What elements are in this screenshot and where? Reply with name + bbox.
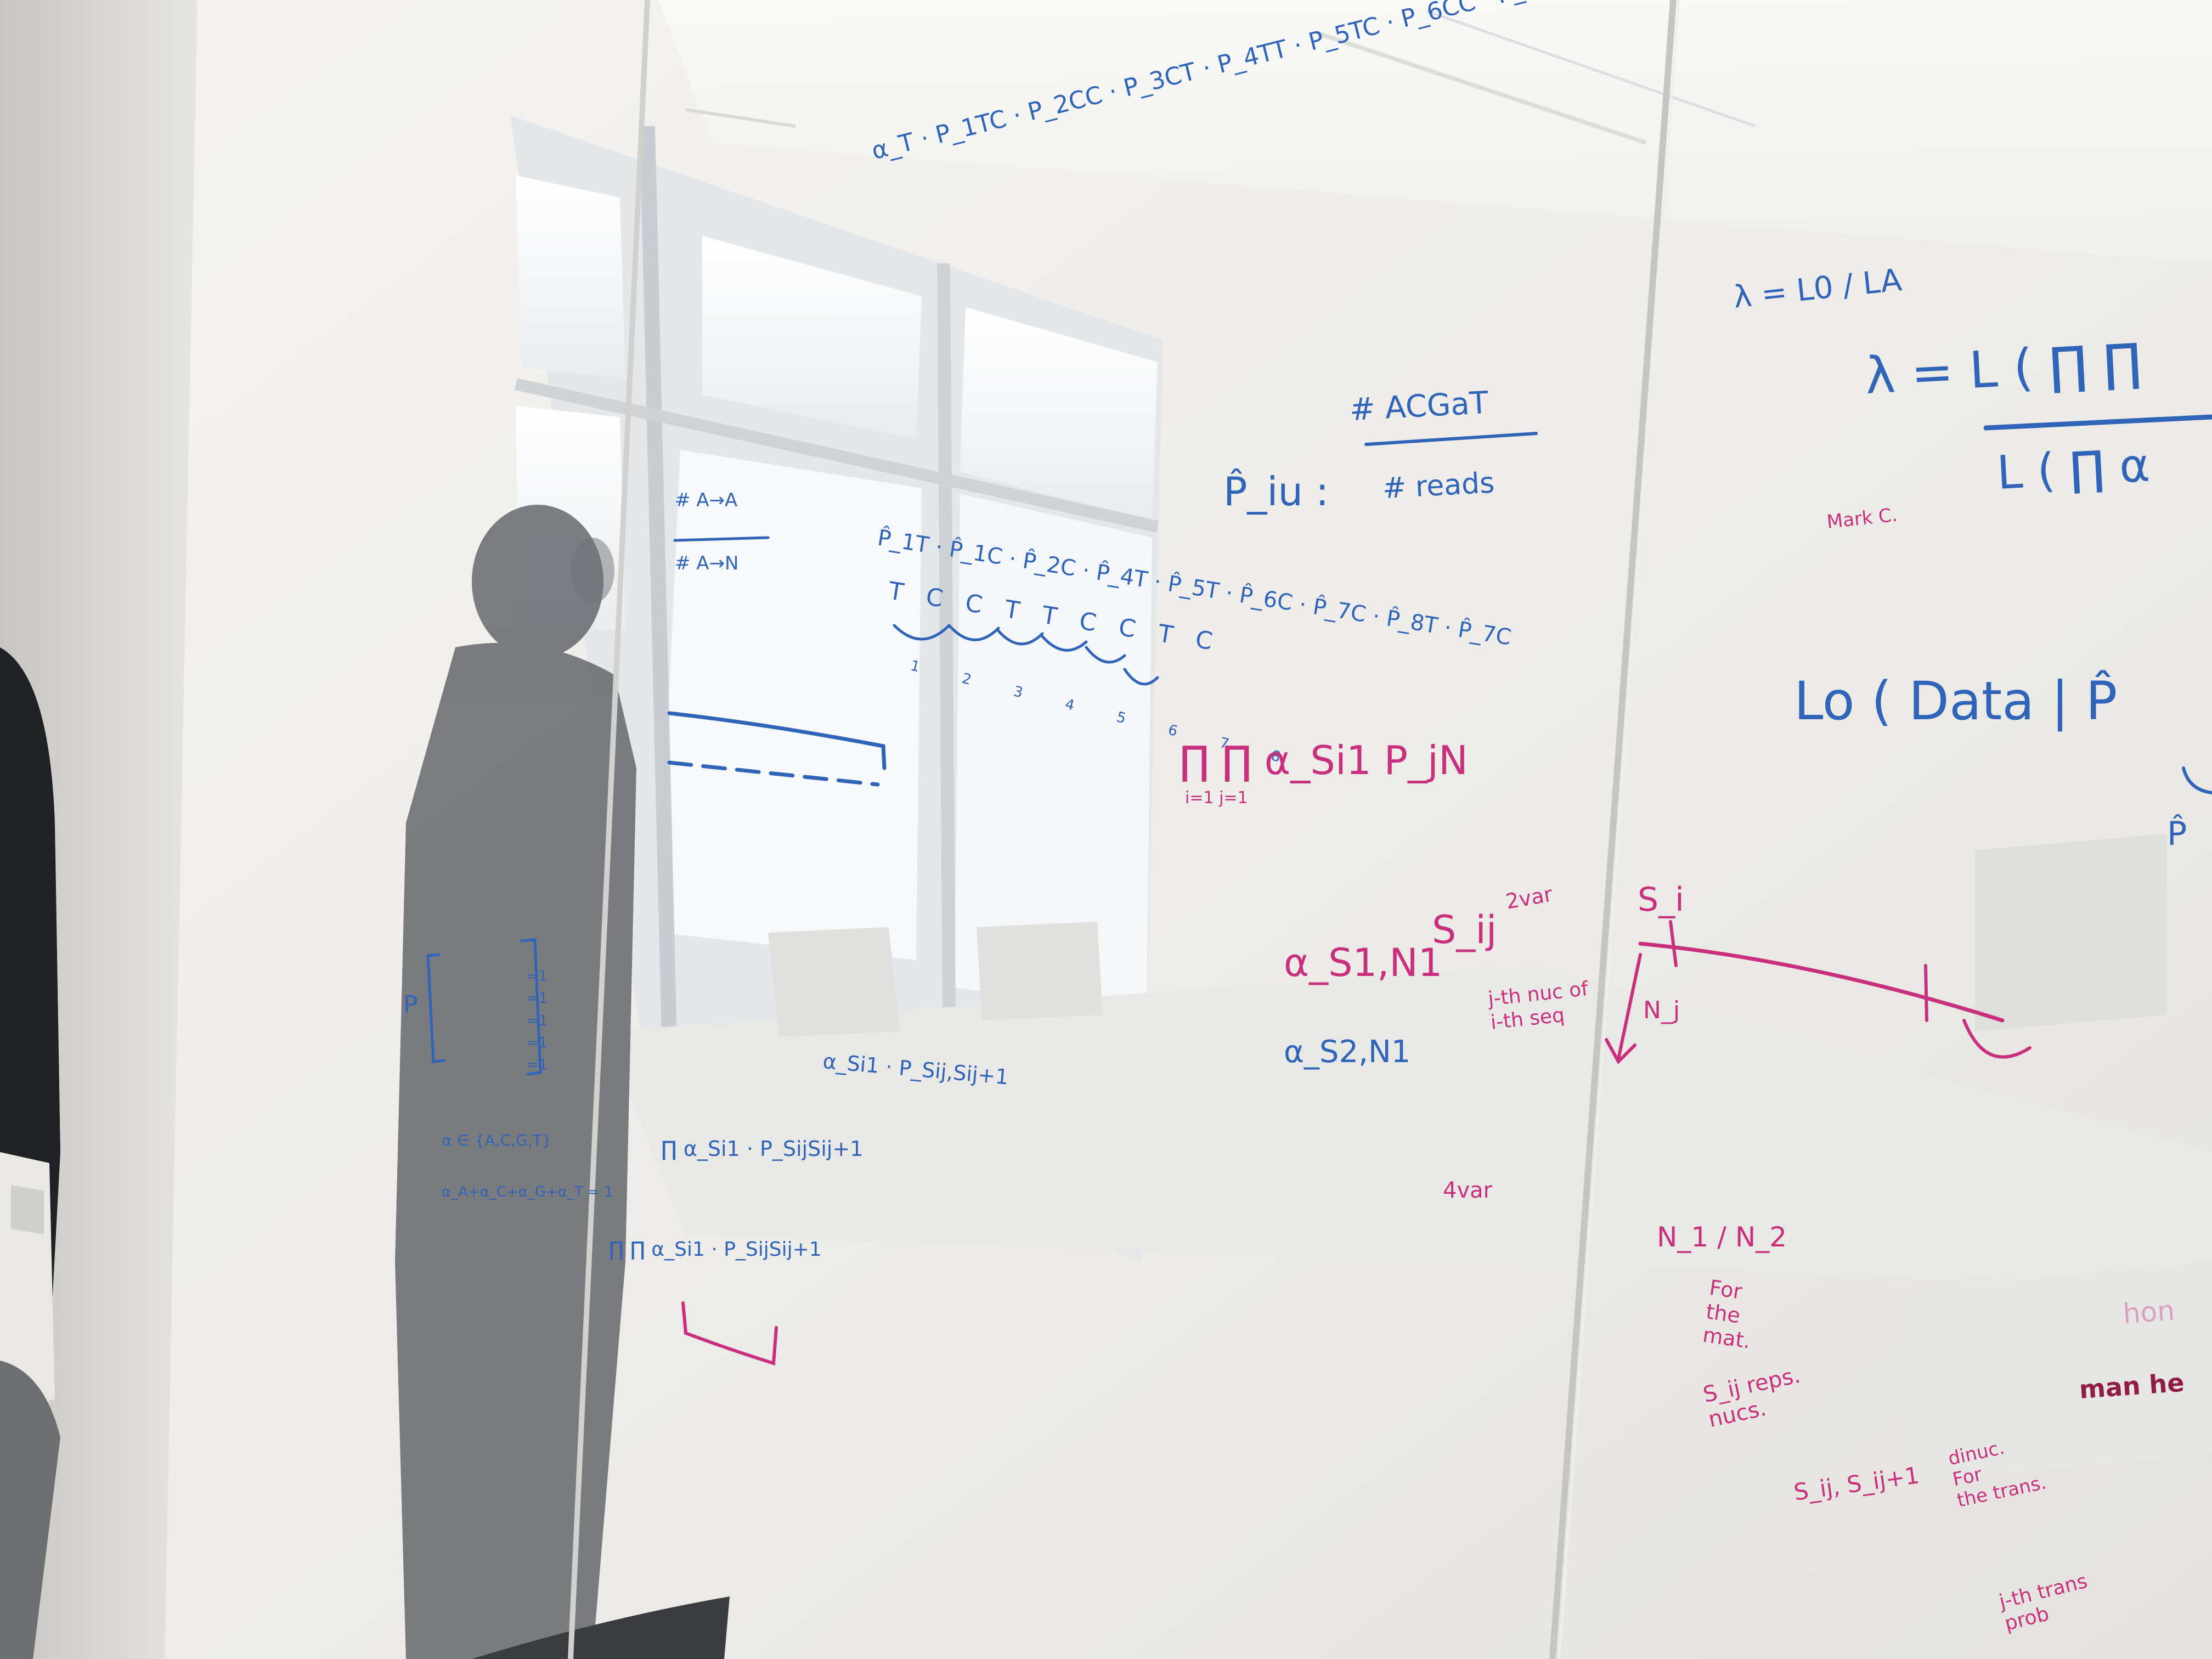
product-limits: i=1 j=1 xyxy=(1185,788,1248,808)
alpha-sum: α_A+α_C+α_G+α_T = 1 xyxy=(442,1184,613,1200)
product-lower-formula: ∏ ∏ α_Si1 · P_SijSij+1 xyxy=(609,1238,822,1261)
table-reflection xyxy=(603,834,2212,1481)
si-label: S_i xyxy=(1638,881,1684,919)
fraction-denominator-a-to-n: # A→N xyxy=(675,552,739,574)
foreground-chair xyxy=(0,647,730,1659)
alpha-s1-n1: α_S1,N1 xyxy=(1284,940,1443,985)
product-left-formula: ∏ α_Si1 · P_SijSij+1 xyxy=(661,1137,864,1161)
count-denominator: # reads xyxy=(1381,466,1496,505)
lo-data-expression: Lo ( Data | P̂ xyxy=(1794,670,2118,732)
alpha-set: α ∈ {A,C,G,T} xyxy=(442,1131,552,1149)
ceiling-reflection xyxy=(658,0,2212,263)
man-he-fragment: man he xyxy=(2078,1367,2186,1404)
for-the-mat: For the mat. xyxy=(1701,1275,1752,1353)
glass-seam-left xyxy=(568,0,650,1659)
alpha-s2-n1: α_S2,N1 xyxy=(1284,1034,1411,1070)
nj-label: N_j xyxy=(1643,996,1680,1024)
window-reflection xyxy=(510,115,1163,1262)
matrix-row-sums: =1 =1 =1 =1 =1 xyxy=(527,968,548,1074)
person-silhouette xyxy=(395,505,636,1659)
marker-strokes xyxy=(426,414,2212,1365)
sij-label: S_ij xyxy=(1432,907,1497,952)
matrix-label: P xyxy=(403,991,418,1019)
lambda-big-denominator: L ( ∏ α xyxy=(1995,438,2151,500)
fraction-numerator-a-to-a: # A→A xyxy=(675,489,738,511)
lambda-big-numerator: λ = L ( ∏ ∏ xyxy=(1864,332,2143,405)
product-formula: ∏ ∏ α_Si1 P_jN xyxy=(1180,737,1468,783)
p-hat-right: P̂ xyxy=(2167,815,2187,853)
glass-seam-right xyxy=(1549,0,1677,1659)
n1-n2: N_1 / N_2 xyxy=(1657,1221,1787,1253)
count-numerator: # ACGaT xyxy=(1348,385,1489,428)
p-hat-iu: P̂_iu : xyxy=(1223,469,1329,515)
four-var: 4var xyxy=(1443,1178,1493,1203)
hon-fragment: hon xyxy=(2121,1294,2176,1330)
